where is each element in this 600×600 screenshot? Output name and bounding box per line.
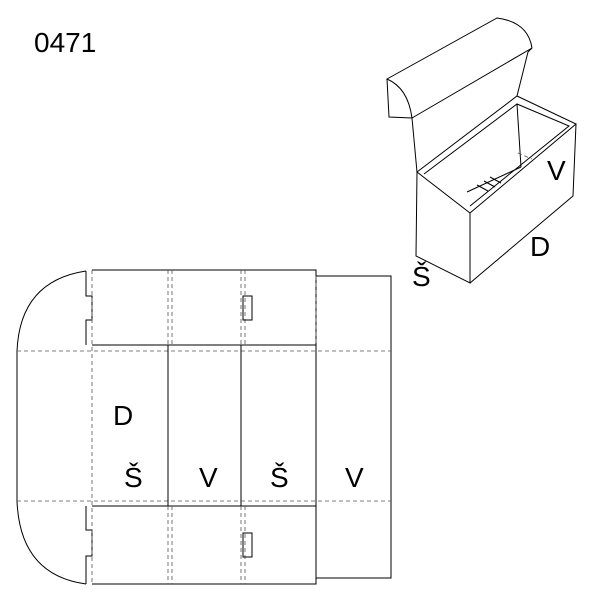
box-inner-corner	[516, 103, 522, 168]
dieline-label-panel-2: V	[199, 462, 218, 493]
dieline-double-fold-top-1	[167, 270, 173, 345]
dieline-bottom-left-notch	[85, 506, 93, 584]
dieline-label-panel-4: V	[345, 462, 364, 493]
box-long-face	[469, 123, 577, 284]
box-label-top: V	[547, 155, 566, 186]
dieline-lock-slot-bottom	[242, 532, 253, 558]
dieline-left-rounded-flap	[16, 270, 87, 585]
box-inner-fold	[517, 152, 533, 160]
dieline-label-depth: D	[113, 400, 133, 431]
dieline-top-band	[92, 269, 392, 345]
box-label-long-side: D	[530, 231, 550, 262]
box-inner-rim	[423, 103, 570, 207]
box-lid-side-flap	[386, 78, 413, 119]
dieline-bottom-band	[92, 506, 392, 585]
dieline-lock-slot-top	[242, 295, 253, 321]
dieline-double-fold-top-2	[240, 270, 246, 345]
box-short-face	[415, 171, 471, 284]
style-code: 0471	[34, 27, 96, 58]
dieline-double-fold-bottom-2	[240, 506, 246, 584]
box-lid	[385, 17, 533, 119]
dieline: D Š V Š V	[16, 269, 392, 585]
dieline-top-left-notch	[85, 271, 93, 345]
dieline-double-fold-bottom-1	[167, 506, 173, 584]
box-inner-tab-marks	[476, 176, 502, 192]
box-label-short-side: Š	[412, 261, 431, 292]
box-lid-hinge-line	[516, 47, 533, 97]
dieline-label-panel-3: Š	[270, 462, 289, 493]
box-lid-rear-edge	[411, 117, 418, 173]
box-illustration: Š D V	[385, 17, 577, 292]
dieline-label-panel-1: Š	[124, 462, 143, 493]
